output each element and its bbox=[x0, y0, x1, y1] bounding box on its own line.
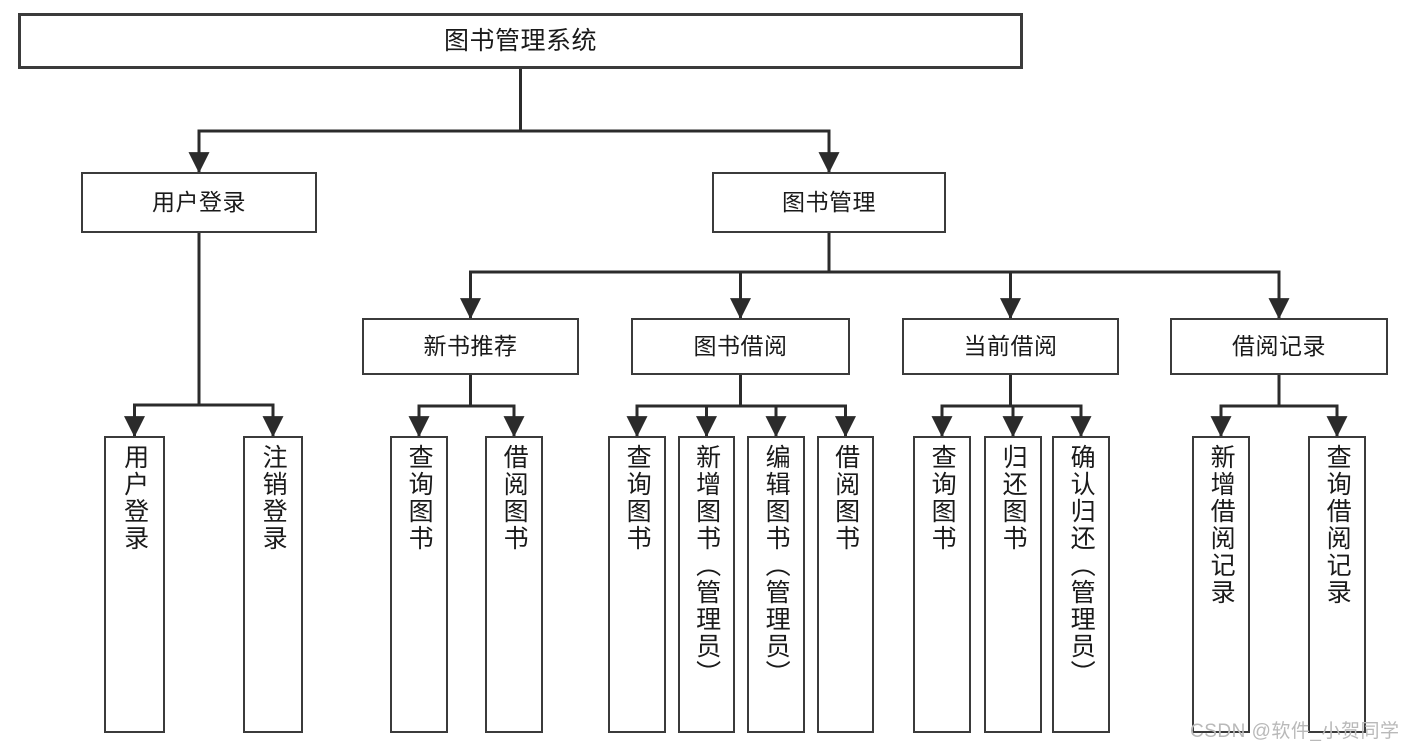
leaf-node-2[interactable]: 查询图书 bbox=[390, 436, 448, 733]
leaf-node-9[interactable]: 归还图书 bbox=[984, 436, 1042, 733]
node-label: 归还图书 bbox=[999, 444, 1028, 552]
level3-node-1[interactable]: 图书借阅 bbox=[631, 318, 850, 375]
level3-node-0[interactable]: 新书推荐 bbox=[362, 318, 579, 375]
leaf-node-0[interactable]: 用户登录 bbox=[104, 436, 165, 733]
leaf-node-5[interactable]: 新增图书（管理员） bbox=[678, 436, 735, 733]
node-label: 用户登录 bbox=[152, 188, 246, 215]
level2-node-0[interactable]: 用户登录 bbox=[81, 172, 317, 233]
level3-node-3[interactable]: 借阅记录 bbox=[1170, 318, 1388, 375]
leaf-node-10[interactable]: 确认归还（管理员） bbox=[1052, 436, 1110, 733]
leaf-node-4[interactable]: 查询图书 bbox=[608, 436, 666, 733]
node-label: 当前借阅 bbox=[963, 332, 1058, 359]
node-label: 图书管理系统 bbox=[443, 27, 597, 55]
node-label: 查询图书 bbox=[405, 444, 434, 552]
root-node-book-management-system[interactable]: 图书管理系统 bbox=[18, 13, 1023, 69]
level3-node-2[interactable]: 当前借阅 bbox=[902, 318, 1119, 375]
leaf-node-1[interactable]: 注销登录 bbox=[243, 436, 303, 733]
node-label: 查询借阅记录 bbox=[1323, 444, 1352, 606]
node-label: 图书管理 bbox=[782, 188, 876, 215]
leaf-node-12[interactable]: 查询借阅记录 bbox=[1308, 436, 1366, 733]
node-label: 注销登录 bbox=[259, 444, 288, 552]
node-label: 确认归还（管理员） bbox=[1067, 444, 1096, 687]
node-label: 借阅图书 bbox=[500, 444, 529, 552]
leaf-node-7[interactable]: 借阅图书 bbox=[817, 436, 874, 733]
node-label: 借阅图书 bbox=[831, 444, 860, 552]
node-label: 新增借阅记录 bbox=[1207, 444, 1236, 606]
node-label: 新书推荐 bbox=[423, 332, 518, 359]
node-label: 查询图书 bbox=[623, 444, 652, 552]
leaf-node-3[interactable]: 借阅图书 bbox=[485, 436, 543, 733]
leaf-node-6[interactable]: 编辑图书（管理员） bbox=[747, 436, 805, 733]
edges-group bbox=[124, 67, 1348, 438]
leaf-node-11[interactable]: 新增借阅记录 bbox=[1192, 436, 1250, 733]
leaf-node-8[interactable]: 查询图书 bbox=[913, 436, 971, 733]
node-label: 新增图书（管理员） bbox=[692, 444, 721, 687]
node-label: 图书借阅 bbox=[693, 332, 788, 359]
node-label: 借阅记录 bbox=[1232, 332, 1326, 359]
node-label: 编辑图书（管理员） bbox=[762, 444, 791, 687]
node-label: 用户登录 bbox=[120, 444, 149, 552]
level2-node-1[interactable]: 图书管理 bbox=[712, 172, 946, 233]
node-label: 查询图书 bbox=[928, 444, 957, 552]
